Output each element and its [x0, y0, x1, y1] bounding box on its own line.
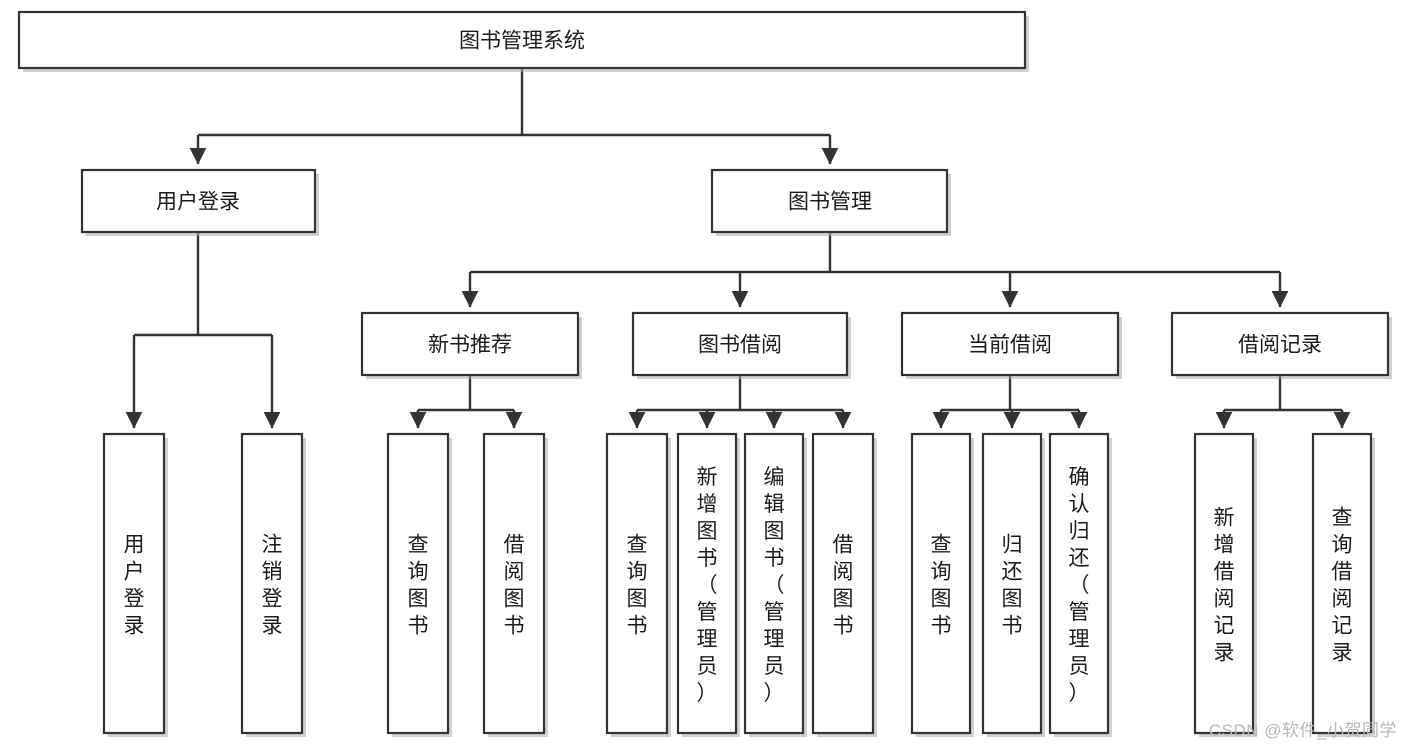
node-book-borrow-label: 图书借阅 — [698, 334, 782, 357]
node-leaf-add-record-label: 新增借阅记录 — [1214, 507, 1235, 665]
node-new-book-rec-label: 新书推荐 — [428, 334, 512, 357]
node-leaf-borrow-book-b[interactable]: 借阅图书 — [811, 432, 877, 737]
node-leaf-borrow-book-a-label: 借阅图书 — [504, 534, 525, 638]
node-leaf-add-book-box[interactable] — [676, 432, 738, 735]
node-current-borrow[interactable]: 当前借阅 — [900, 311, 1122, 379]
node-user-login-box[interactable] — [80, 168, 317, 234]
node-leaf-query-record[interactable]: 查询借阅记录 — [1311, 432, 1375, 737]
node-leaf-query-book-b-box[interactable] — [605, 432, 669, 735]
node-leaf-query-book-b[interactable]: 查询图书 — [605, 432, 671, 737]
node-leaf-borrow-book-b-label: 借阅图书 — [833, 534, 854, 638]
node-leaf-edit-book-label: 编辑图书（管理员） — [764, 466, 785, 705]
node-leaf-logout-box[interactable] — [240, 432, 304, 735]
node-leaf-user-login-box[interactable] — [102, 432, 166, 735]
node-leaf-query-book-c-label: 查询图书 — [931, 534, 952, 638]
node-leaf-query-book-a-label: 查询图书 — [408, 534, 429, 638]
connector-layer — [125, 68, 1351, 429]
node-leaf-return-book-label: 归还图书 — [1002, 534, 1023, 638]
node-book-mgmt[interactable]: 图书管理 — [710, 168, 951, 236]
node-leaf-query-record-box[interactable] — [1311, 432, 1373, 735]
node-leaf-borrow-book-b-box[interactable] — [811, 432, 875, 735]
node-leaf-edit-book-box[interactable] — [743, 432, 805, 735]
node-user-login-label: 用户登录 — [156, 191, 240, 214]
node-leaf-confirm-return[interactable]: 确认归还（管理员） — [1048, 432, 1112, 737]
node-leaf-add-record-box[interactable] — [1193, 432, 1255, 735]
node-leaf-query-book-c-box[interactable] — [910, 432, 972, 735]
node-new-book-rec[interactable]: 新书推荐 — [360, 311, 582, 379]
node-leaf-query-book-c[interactable]: 查询图书 — [910, 432, 974, 737]
node-leaf-user-login-label: 用户登录 — [124, 534, 145, 638]
node-root-label: 图书管理系统 — [459, 30, 585, 53]
node-leaf-borrow-book-a[interactable]: 借阅图书 — [482, 432, 548, 737]
node-book-borrow[interactable]: 图书借阅 — [631, 311, 851, 379]
node-leaf-add-book[interactable]: 新增图书（管理员） — [676, 432, 740, 737]
node-leaf-confirm-return-label: 确认归还（管理员） — [1069, 466, 1090, 705]
node-leaf-add-book-label: 新增图书（管理员） — [697, 466, 718, 705]
node-book-borrow-box[interactable] — [631, 311, 849, 377]
node-new-book-rec-box[interactable] — [360, 311, 580, 377]
node-root[interactable]: 图书管理系统 — [17, 10, 1029, 72]
node-current-borrow-box[interactable] — [900, 311, 1120, 377]
node-leaf-confirm-return-box[interactable] — [1048, 432, 1110, 735]
node-leaf-query-book-a-box[interactable] — [386, 432, 450, 735]
node-leaf-query-record-label: 查询借阅记录 — [1332, 507, 1353, 665]
node-leaf-query-book-a[interactable]: 查询图书 — [386, 432, 452, 737]
node-leaf-add-record[interactable]: 新增借阅记录 — [1193, 432, 1257, 737]
node-borrow-record-box[interactable] — [1170, 311, 1390, 377]
node-current-borrow-label: 当前借阅 — [968, 334, 1052, 357]
node-root-box[interactable] — [17, 10, 1027, 70]
node-leaf-edit-book[interactable]: 编辑图书（管理员） — [743, 432, 807, 737]
node-borrow-record-label: 借阅记录 — [1238, 334, 1322, 357]
node-leaf-logout-label: 注销登录 — [262, 534, 283, 638]
node-leaf-user-login[interactable]: 用户登录 — [102, 432, 168, 737]
node-borrow-record[interactable]: 借阅记录 — [1170, 311, 1392, 379]
node-leaf-query-book-b-label: 查询图书 — [627, 534, 648, 638]
node-leaf-return-book[interactable]: 归还图书 — [981, 432, 1045, 737]
node-leaf-borrow-book-a-box[interactable] — [482, 432, 546, 735]
node-leaf-return-book-box[interactable] — [981, 432, 1043, 735]
node-layer: 图书管理系统 用户登录 图书管理 新书推荐 — [17, 10, 1392, 737]
node-book-mgmt-label: 图书管理 — [788, 191, 872, 214]
node-book-mgmt-box[interactable] — [710, 168, 949, 234]
node-leaf-logout[interactable]: 注销登录 — [240, 432, 306, 737]
node-user-login[interactable]: 用户登录 — [80, 168, 319, 236]
